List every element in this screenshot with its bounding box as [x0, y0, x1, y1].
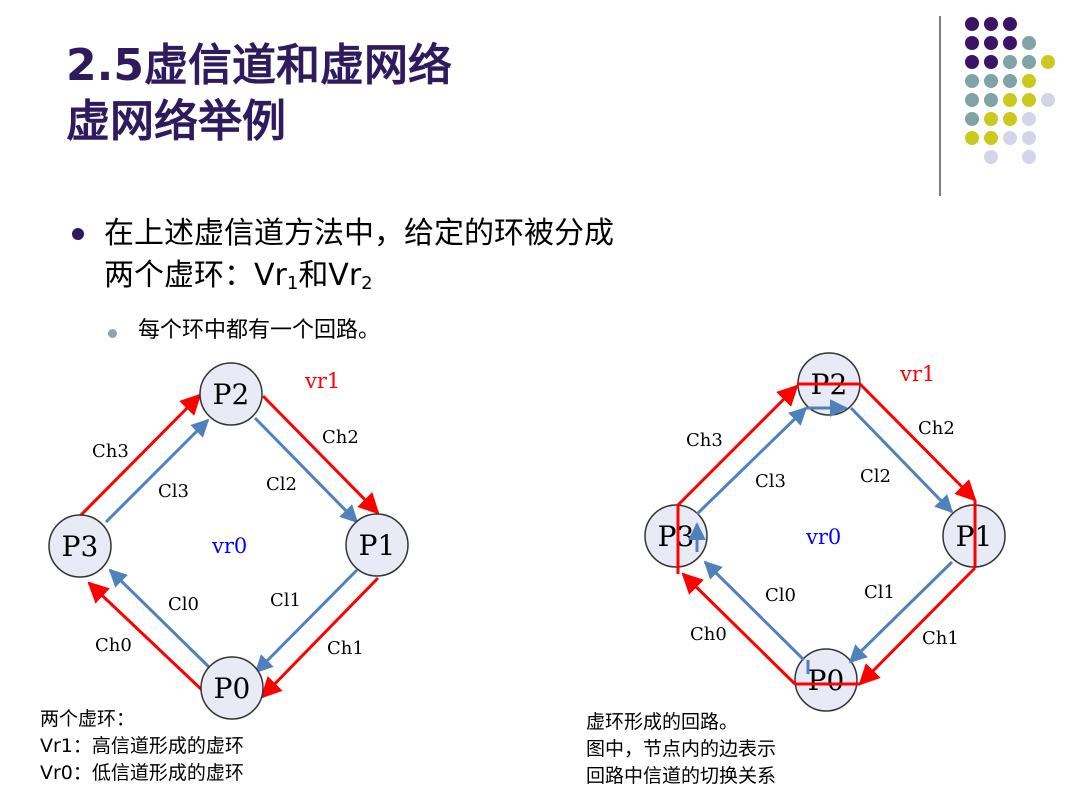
right-ring-diagram: P2 P1 P0 P3 vr1 vr0 Ch3 Cl3 Ch2 Cl2 Cl0 …: [644, 352, 1006, 712]
bullet-main-line2-prefix: 两个虚环：Vr: [104, 258, 287, 293]
right-label-vr0: vr0: [805, 525, 841, 549]
left-label-ch0: Ch0: [95, 635, 132, 656]
bullet-main-line2: 两个虚环：Vr1和Vr2: [104, 256, 373, 304]
right-label-cl2: Cl2: [860, 466, 891, 487]
left-edge-cl1: [254, 568, 359, 674]
left-node-p2-label: P2: [213, 378, 250, 411]
right-edge-cl0: [703, 560, 806, 662]
slide-title: 2.5虚信道和虚网络 虚网络举例: [66, 38, 452, 150]
right-node-p0-label: P0: [808, 664, 845, 697]
left-label-ch2: Ch2: [322, 427, 359, 448]
left-label-cl1: Cl1: [270, 590, 301, 611]
left-label-vr1: vr1: [304, 369, 340, 393]
left-edge-cl2: [253, 416, 359, 524]
left-label-cl0: Cl0: [168, 594, 199, 615]
left-node-p1-label: P1: [359, 529, 396, 562]
left-caption-line3: Vr0：低信道形成的虚环: [40, 760, 244, 787]
bullet-sub-text: 每个环中都有一个回路。: [138, 318, 381, 343]
sub-bullet-dot-icon: [108, 329, 117, 338]
right-label-cl0: Cl0: [765, 585, 796, 606]
right-label-ch2: Ch2: [918, 418, 955, 439]
left-node-p2: [199, 362, 263, 426]
right-edge-cl2: [849, 406, 954, 514]
bullet-main-sub1: 1: [286, 273, 299, 294]
right-caption-line2: 图中，节点内的边表示: [586, 738, 777, 760]
right-edge-cl1: [848, 560, 954, 664]
left-label-vr0: vr0: [211, 534, 247, 558]
left-caption: 两个虚环： Vr1：高信道形成的虚环 Vr0：低信道形成的虚环: [40, 706, 244, 787]
right-caption: 虚环形成的回路。 图中，节点内的边表示 回路中信道的切换关系: [586, 709, 776, 790]
right-caption-line3: 回路中信道的切换关系: [586, 765, 777, 787]
bullet-main-sub2: 2: [361, 273, 373, 294]
left-caption-line2-a: Vr1: [40, 735, 73, 757]
left-node-p3: [48, 514, 112, 578]
right-edge-ch0: [681, 572, 797, 686]
left-label-cl2: Cl2: [266, 474, 297, 495]
left-edge-ch0: [87, 581, 204, 692]
right-edge-cl3: [695, 406, 808, 516]
left-edge-ch1: [260, 576, 380, 699]
right-edge-ch2: [858, 382, 977, 502]
right-node-p3-label: P3: [658, 520, 695, 553]
title-line-1: 2.5虚信道和虚网络: [66, 40, 452, 91]
left-edge-ch3: [78, 393, 202, 518]
decorative-dots-icon: [965, 17, 1055, 164]
left-caption-line1: 两个虚环：: [40, 708, 136, 730]
right-label-ch1: Ch1: [922, 628, 959, 649]
left-caption-line3-a: Vr0: [40, 762, 73, 784]
bullet-dot-icon: [72, 228, 84, 240]
right-label-ch0: Ch0: [690, 624, 727, 645]
right-edge-ch1: [858, 566, 977, 686]
left-edge-ch2: [261, 394, 380, 515]
left-caption-line2-b: ：高信道形成的虚环: [72, 735, 244, 757]
right-node-p3: [644, 504, 708, 568]
bullet-main-line2-mid: 和Vr: [298, 258, 362, 293]
title-divider: [939, 16, 941, 196]
right-edge-ch3: [676, 384, 799, 507]
left-node-p1: [345, 513, 409, 577]
right-label-vr1: vr1: [899, 362, 935, 386]
left-label-ch3: Ch3: [92, 441, 129, 462]
left-label-ch1: Ch1: [327, 638, 364, 659]
right-node-p0: [794, 648, 858, 712]
left-node-p0: [200, 656, 264, 720]
right-label-ch3: Ch3: [686, 430, 723, 451]
right-caption-line1: 虚环形成的回路。: [586, 711, 739, 733]
bullet-main-line1: 在上述虚信道方法中，给定的环被分成: [104, 216, 614, 251]
left-edge-cl0: [108, 568, 212, 670]
left-caption-line2: Vr1：高信道形成的虚环: [40, 733, 244, 760]
title-line-2: 虚网络举例: [66, 96, 286, 147]
left-ring-diagram: P2 P1 P0 P3 vr1 vr0 Ch3 Cl3 Ch2 Cl2 Cl0 …: [48, 362, 409, 720]
left-node-p0-label: P0: [214, 672, 251, 705]
left-edge-cl3: [104, 418, 210, 524]
right-label-cl3: Cl3: [755, 471, 786, 492]
left-label-cl3: Cl3: [158, 481, 189, 502]
left-caption-line3-b: ：低信道形成的虚环: [72, 762, 244, 784]
left-node-p3-label: P3: [62, 530, 99, 563]
right-label-cl1: Cl1: [864, 582, 895, 603]
